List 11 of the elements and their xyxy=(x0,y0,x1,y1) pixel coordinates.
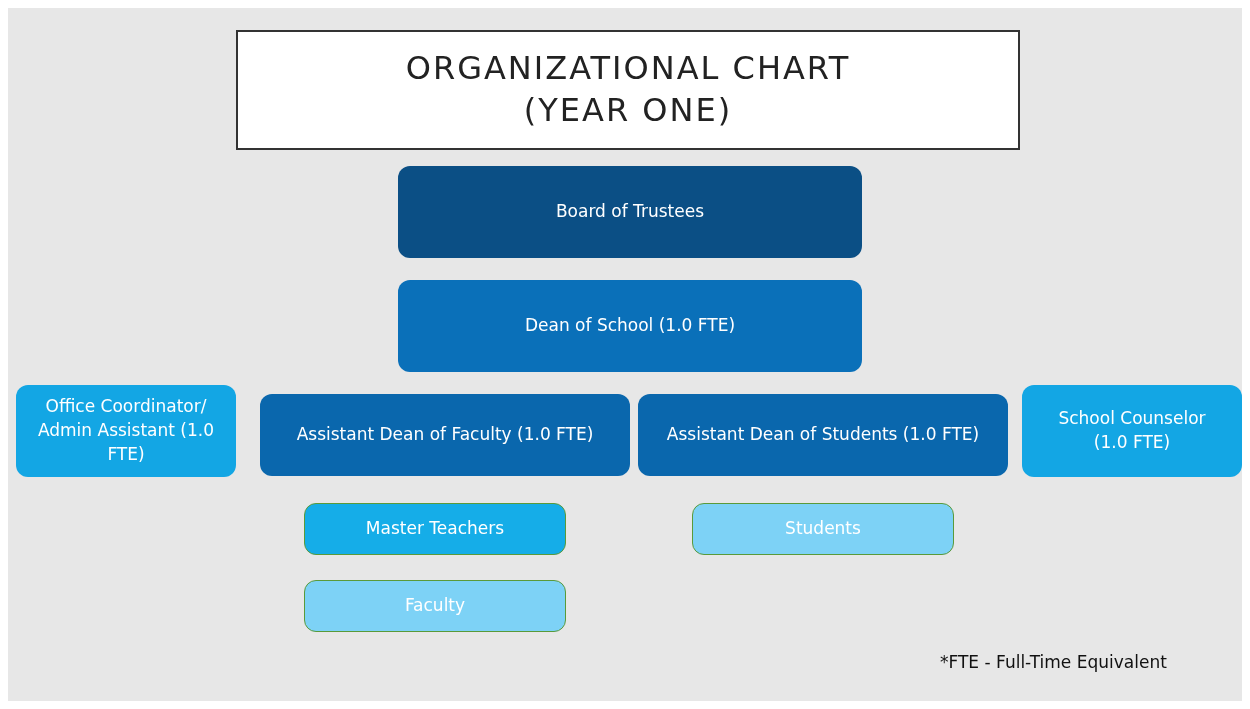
position-box: Office Coordinator/ Admin Assistant (1.0 FTE) xyxy=(16,385,236,477)
position-box: Faculty xyxy=(304,580,566,632)
position-box: Assistant Dean of Faculty (1.0 FTE) xyxy=(260,394,630,476)
position-box: Dean of School (1.0 FTE) xyxy=(398,280,862,372)
title-box: ORGANIZATIONAL CHART (YEAR ONE) xyxy=(236,30,1020,150)
footnote: *FTE - Full-Time Equivalent xyxy=(940,652,1167,672)
position-box: Board of Trustees xyxy=(398,166,862,258)
position-box: Assistant Dean of Students (1.0 FTE) xyxy=(638,394,1008,476)
position-box: Students xyxy=(692,503,954,555)
position-box: Master Teachers xyxy=(304,503,566,555)
position-box: School Counselor (1.0 FTE) xyxy=(1022,385,1242,477)
